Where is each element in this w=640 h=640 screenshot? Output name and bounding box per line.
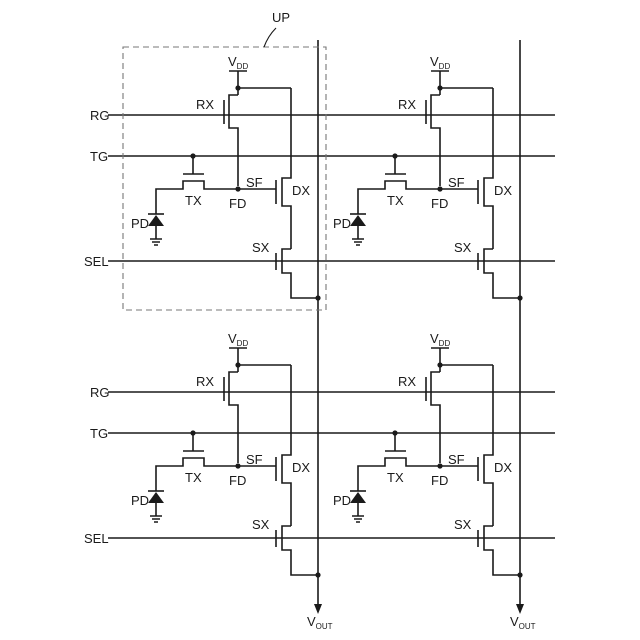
pd-ground <box>150 239 162 245</box>
vout-labels: VOUT VOUT <box>307 614 536 631</box>
vdd-node <box>437 85 442 90</box>
tx-label: TX <box>387 193 404 208</box>
dx-label: DX <box>292 183 310 198</box>
unit-pixel-label: UP <box>272 10 290 25</box>
vdd-node <box>437 362 442 367</box>
sx-channel <box>282 526 318 575</box>
rx-transistor <box>229 95 238 186</box>
tg-label-1: TG <box>90 149 108 164</box>
sx-channel <box>282 249 318 298</box>
dx-label: DX <box>494 460 512 475</box>
tg-tap-node <box>392 153 397 158</box>
rx-label: RX <box>196 97 214 112</box>
tg-tap-node <box>190 153 195 158</box>
dx-channel <box>282 88 291 249</box>
vdd-node <box>235 362 240 367</box>
unit-pixel-boundary: UP <box>123 10 326 310</box>
tg-tap-node <box>392 430 397 435</box>
dx-channel <box>484 365 493 526</box>
pd-ground <box>150 516 162 522</box>
sx-label: SX <box>252 517 270 532</box>
sf-label: SF <box>246 175 263 190</box>
tx-label: TX <box>185 470 202 485</box>
dx-channel <box>484 88 493 249</box>
pixel-cell-2: VDD RX FDSF TX PD DX SX <box>333 54 523 301</box>
rx-label: RX <box>196 374 214 389</box>
vdd-label: VDD <box>430 331 450 348</box>
pd-ground <box>352 516 364 522</box>
dx-label: DX <box>292 460 310 475</box>
sf-label: SF <box>246 452 263 467</box>
sx-channel <box>484 526 520 575</box>
vdd-label: VDD <box>228 331 248 348</box>
vout-label-2: VOUT <box>510 614 536 631</box>
pixel-cell-3: VDD RX FDSF TX PD DX SX <box>131 331 321 578</box>
tx-label: TX <box>387 470 404 485</box>
rx-transistor <box>431 95 440 186</box>
pixel-cells: VDDRXFDSFTXPDDXSXVDDRXFDSFTXPDDXSXVDDRXF… <box>131 54 523 578</box>
tg-tap-node <box>190 430 195 435</box>
pd-triangle <box>148 215 164 226</box>
vout-arrow-1 <box>314 604 322 614</box>
rx-transistor <box>431 372 440 463</box>
sel-label-1: SEL <box>84 254 109 269</box>
vout-arrow-2 <box>516 604 524 614</box>
fd-label: FD <box>431 473 448 488</box>
pixel-cell-4: VDD RX FDSF TX PD DX SX <box>333 331 523 578</box>
sx-channel <box>484 249 520 298</box>
rx-label: RX <box>398 97 416 112</box>
dx-channel <box>282 365 291 526</box>
pd-label: PD <box>131 493 149 508</box>
rg-label-1: RG <box>90 108 110 123</box>
output-node <box>315 295 320 300</box>
output-node <box>517 295 522 300</box>
rg-label-2: RG <box>90 385 110 400</box>
pd-label: PD <box>333 216 351 231</box>
vout-label-1: VOUT <box>307 614 333 631</box>
sx-label: SX <box>454 240 472 255</box>
unit-pixel-dashed-box <box>123 47 326 310</box>
pd-triangle <box>350 215 366 226</box>
unit-pixel-leader <box>264 28 276 47</box>
vdd-wire <box>440 348 493 372</box>
sf-label: SF <box>448 175 465 190</box>
sx-label: SX <box>454 517 472 532</box>
pd-ground <box>352 239 364 245</box>
fd-label: FD <box>229 196 246 211</box>
pixel-cell-1: VDD RX FDSF TX PD DX SX <box>131 54 321 301</box>
tg-label-2: TG <box>90 426 108 441</box>
dx-label: DX <box>494 183 512 198</box>
fd-label: FD <box>431 196 448 211</box>
sf-label: SF <box>448 452 465 467</box>
rx-transistor <box>229 372 238 463</box>
sel-label-2: SEL <box>84 531 109 546</box>
sx-label: SX <box>252 240 270 255</box>
pd-triangle <box>350 492 366 503</box>
pd-label: PD <box>333 493 351 508</box>
vdd-wire <box>238 348 291 372</box>
vdd-label: VDD <box>228 54 248 71</box>
vdd-node <box>235 85 240 90</box>
vdd-wire <box>440 71 493 95</box>
vdd-label: VDD <box>430 54 450 71</box>
output-node <box>315 572 320 577</box>
vdd-wire <box>238 71 291 95</box>
pd-label: PD <box>131 216 149 231</box>
output-node <box>517 572 522 577</box>
fd-label: FD <box>229 473 246 488</box>
pd-triangle <box>148 492 164 503</box>
rx-label: RX <box>398 374 416 389</box>
tx-label: TX <box>185 193 202 208</box>
